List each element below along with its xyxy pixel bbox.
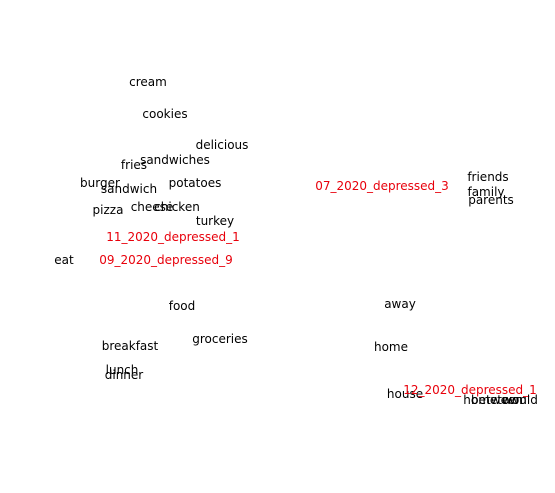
document-label: 11_2020_depressed_1 bbox=[106, 230, 240, 244]
word-label: eat bbox=[54, 253, 74, 267]
word-label: lunch bbox=[106, 363, 139, 377]
word-label: friends bbox=[467, 170, 508, 184]
document-label: 12_2020_depressed_1 bbox=[403, 383, 537, 397]
word-label: would bbox=[502, 393, 538, 407]
word-label: fries bbox=[121, 158, 147, 172]
document-label: 07_2020_depressed_3 bbox=[315, 179, 449, 193]
word-label: chicken bbox=[154, 200, 200, 214]
word-label: cookies bbox=[142, 107, 187, 121]
word-label: groceries bbox=[192, 332, 248, 346]
word-label: dinner bbox=[105, 368, 144, 382]
word-label: burger bbox=[80, 176, 120, 190]
document-label: 09_2020_depressed_9 bbox=[99, 253, 233, 267]
word-label: away bbox=[384, 297, 416, 311]
word-label: between bbox=[471, 393, 523, 407]
word-label: sandwiches bbox=[140, 153, 210, 167]
word-label: turkey bbox=[196, 214, 234, 228]
word-label: home bbox=[374, 340, 408, 354]
word-label: breakfast bbox=[102, 339, 159, 353]
word-label: cheese bbox=[131, 200, 174, 214]
word-label: delicious bbox=[196, 138, 249, 152]
word-label: house bbox=[387, 387, 423, 401]
word-label: food bbox=[169, 299, 196, 313]
word-label: potatoes bbox=[169, 176, 222, 190]
word-label: family bbox=[467, 185, 504, 199]
word-label: sandwich bbox=[101, 182, 157, 196]
word-label: hometown bbox=[463, 393, 527, 407]
word-label: parents bbox=[468, 193, 514, 207]
word-label: cream bbox=[129, 75, 167, 89]
word-label: pizza bbox=[93, 203, 124, 217]
